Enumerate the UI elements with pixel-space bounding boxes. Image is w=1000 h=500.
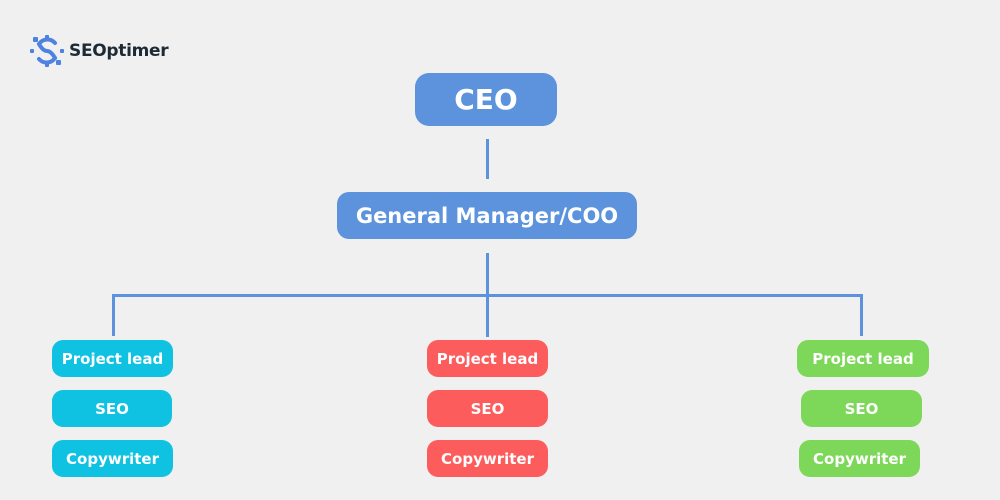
team-2-copywriter-box: Copywriter xyxy=(427,440,548,477)
ceo-box: CEO xyxy=(415,73,557,126)
general-manager-box: General Manager/COO xyxy=(337,192,637,239)
gear-s-icon xyxy=(30,35,64,67)
team-1-seo-box: SEO xyxy=(52,390,172,427)
team-2-project-lead-box: Project lead xyxy=(427,340,548,377)
right-branch-connector xyxy=(860,294,863,336)
team-3-seo-box: SEO xyxy=(801,390,922,427)
ceo-manager-connector xyxy=(486,139,489,179)
horizontal-branch-connector xyxy=(112,294,863,297)
team-2-seo-box: SEO xyxy=(427,390,548,427)
team-1-project-lead-box: Project lead xyxy=(52,340,173,377)
team-3-copywriter-box: Copywriter xyxy=(799,440,920,477)
logo-text: SEOptimer xyxy=(69,41,169,61)
team-1-copywriter-box: Copywriter xyxy=(52,440,173,477)
team-3-project-lead-box: Project lead xyxy=(797,340,929,377)
left-branch-connector xyxy=(112,294,115,336)
seoptimer-logo: SEOptimer xyxy=(29,34,169,68)
